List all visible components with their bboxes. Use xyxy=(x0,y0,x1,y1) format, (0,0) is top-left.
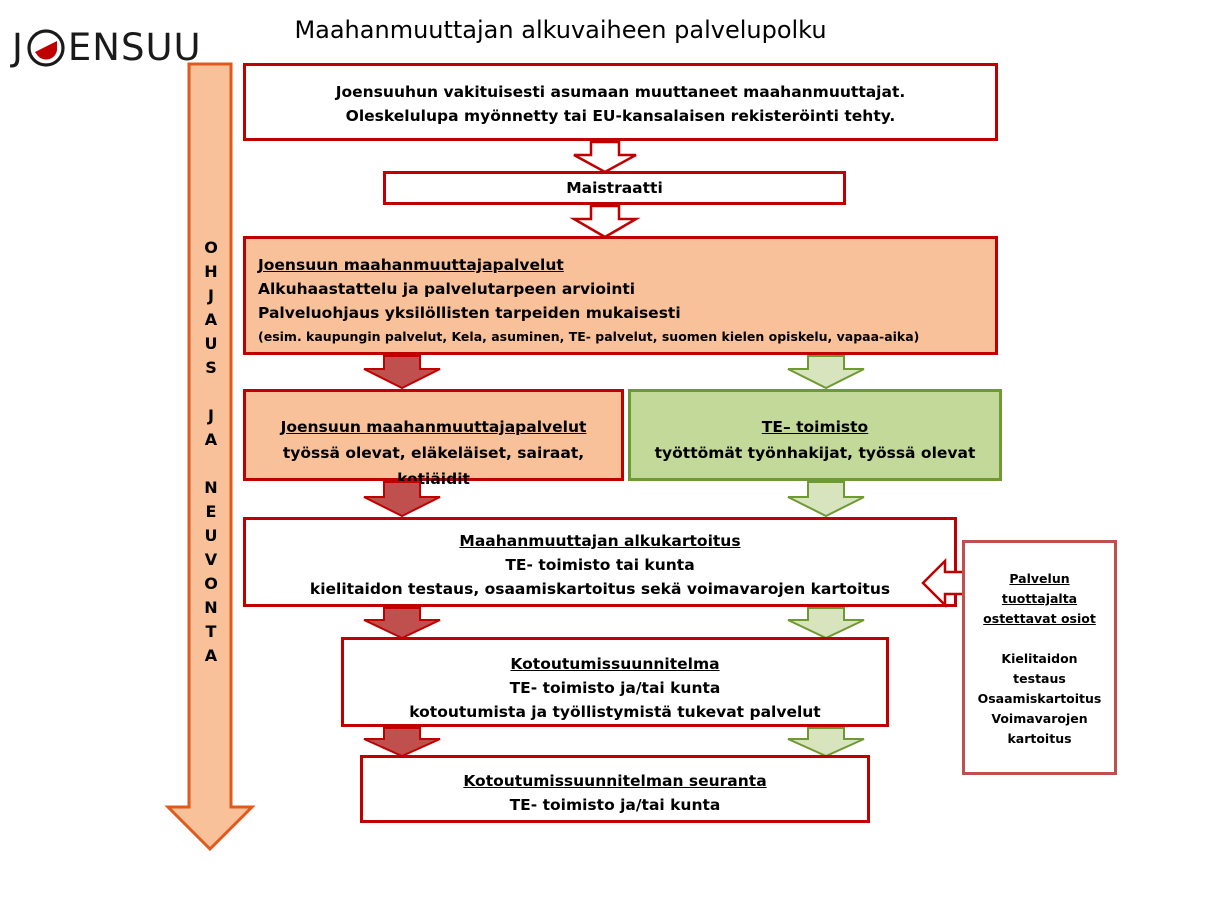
left-branch-box: Joensuun maahanmuuttajapalvelut työssä o… xyxy=(243,389,624,488)
logo-text-j: J xyxy=(12,26,24,69)
down-arrow-green-1 xyxy=(787,355,865,390)
side-label-letter: V xyxy=(204,550,218,569)
down-arrow-red-1 xyxy=(363,355,441,390)
side-label-letter: T xyxy=(205,622,217,641)
down-arrow-red-3 xyxy=(363,607,441,640)
side-label-letter: J xyxy=(208,286,214,305)
side-label-letter: E xyxy=(205,502,217,521)
side-label-letter: O xyxy=(204,574,218,593)
page-title: Maahanmuuttajan alkuvaiheen palvelupolku xyxy=(294,16,827,44)
provider-item-4: Voimavarojen xyxy=(991,711,1088,726)
side-label-letter xyxy=(194,380,228,404)
side-label-letter: O xyxy=(204,238,218,257)
te-office-heading: TE– toimisto xyxy=(761,418,869,436)
maistraatti-label: Maistraatti xyxy=(566,179,663,197)
services-line-2: Palveluohjaus yksilöllisten tarpeiden mu… xyxy=(258,304,681,322)
intro-box: Joensuuhun vakituisesti asumaan muuttane… xyxy=(243,63,998,141)
services-line-1: Alkuhaastattelu ja palvelutarpeen arvioi… xyxy=(258,280,636,298)
side-label-letter: A xyxy=(204,310,218,329)
intro-line-2: Oleskelulupa myönnetty tai EU-kansalaise… xyxy=(345,107,896,125)
plan-heading: Kotoutumissuunnitelma xyxy=(510,655,720,673)
follow-up-line-1: TE- toimisto ja/tai kunta xyxy=(509,796,721,814)
side-label-letter: N xyxy=(204,598,218,617)
side-label-letter: N xyxy=(204,478,218,497)
logo-text-ensuu: ENSUU xyxy=(67,26,202,69)
provider-item-5: kartoitus xyxy=(1007,731,1072,746)
plan-line-2: kotoutumista ja työllistymistä tukevat p… xyxy=(409,703,821,721)
service-provider-box: Palvelun tuottajalta ostettavat osiot Ki… xyxy=(962,540,1117,775)
down-arrow-hollow-2 xyxy=(569,204,641,239)
follow-up-heading: Kotoutumissuunnitelman seuranta xyxy=(463,772,767,790)
immigrant-services-box: Joensuun maahanmuuttajapalvelut Alkuhaas… xyxy=(243,236,998,355)
joensuu-ring-logo-icon xyxy=(27,29,65,67)
initial-assessment-box: Maahanmuuttajan alkukartoitus TE- toimis… xyxy=(243,517,957,607)
services-line-3: (esim. kaupungin palvelut, Kela, asumine… xyxy=(258,329,920,344)
side-label-letter: U xyxy=(204,334,218,353)
side-label-letter: A xyxy=(204,646,218,665)
te-office-line-1: työttömät työnhakijat, työssä olevat xyxy=(654,444,976,462)
provider-heading-3: ostettavat osiot xyxy=(983,611,1096,626)
plan-line-1: TE- toimisto ja/tai kunta xyxy=(509,679,721,697)
down-arrow-hollow-1 xyxy=(573,140,637,174)
intro-line-1: Joensuuhun vakituisesti asumaan muuttane… xyxy=(335,83,906,101)
assessment-line-1: TE- toimisto tai kunta xyxy=(505,556,695,574)
side-label-letter: H xyxy=(204,262,218,281)
down-arrow-red-2 xyxy=(363,481,441,518)
guidance-side-arrow xyxy=(164,62,256,852)
provider-item-3: Osaamiskartoitus xyxy=(977,691,1102,706)
side-label-letter: U xyxy=(204,526,218,545)
side-label-letter: J xyxy=(208,406,214,425)
left-branch-heading: Joensuun maahanmuuttajapalvelut xyxy=(280,418,587,436)
side-label-letter: A xyxy=(204,430,218,449)
provider-item-1: Kielitaidon xyxy=(1001,651,1078,666)
plan-follow-up-box: Kotoutumissuunnitelman seuranta TE- toim… xyxy=(360,755,870,823)
down-arrow-red-4 xyxy=(363,727,441,758)
down-arrow-green-2 xyxy=(787,481,865,518)
side-label-letter: S xyxy=(205,358,217,377)
integration-plan-box: Kotoutumissuunnitelma TE- toimisto ja/ta… xyxy=(341,637,889,727)
provider-heading-2: tuottajalta xyxy=(1001,591,1078,606)
te-office-box: TE– toimisto työttömät työnhakijat, työs… xyxy=(628,389,1002,481)
services-heading: Joensuun maahanmuuttajapalvelut xyxy=(258,256,564,274)
down-arrow-green-4 xyxy=(787,727,865,758)
side-label-letter xyxy=(194,452,228,476)
assessment-line-2: kielitaidon testaus, osaamiskartoitus se… xyxy=(309,580,891,598)
maistraatti-box: Maistraatti xyxy=(383,171,846,205)
provider-heading-1: Palvelun xyxy=(1009,571,1070,586)
down-arrow-green-3 xyxy=(787,607,865,640)
assessment-heading: Maahanmuuttajan alkukartoitus xyxy=(459,532,741,550)
provider-item-2: testaus xyxy=(1013,671,1066,686)
joensuu-logo: J ENSUU xyxy=(12,26,202,70)
